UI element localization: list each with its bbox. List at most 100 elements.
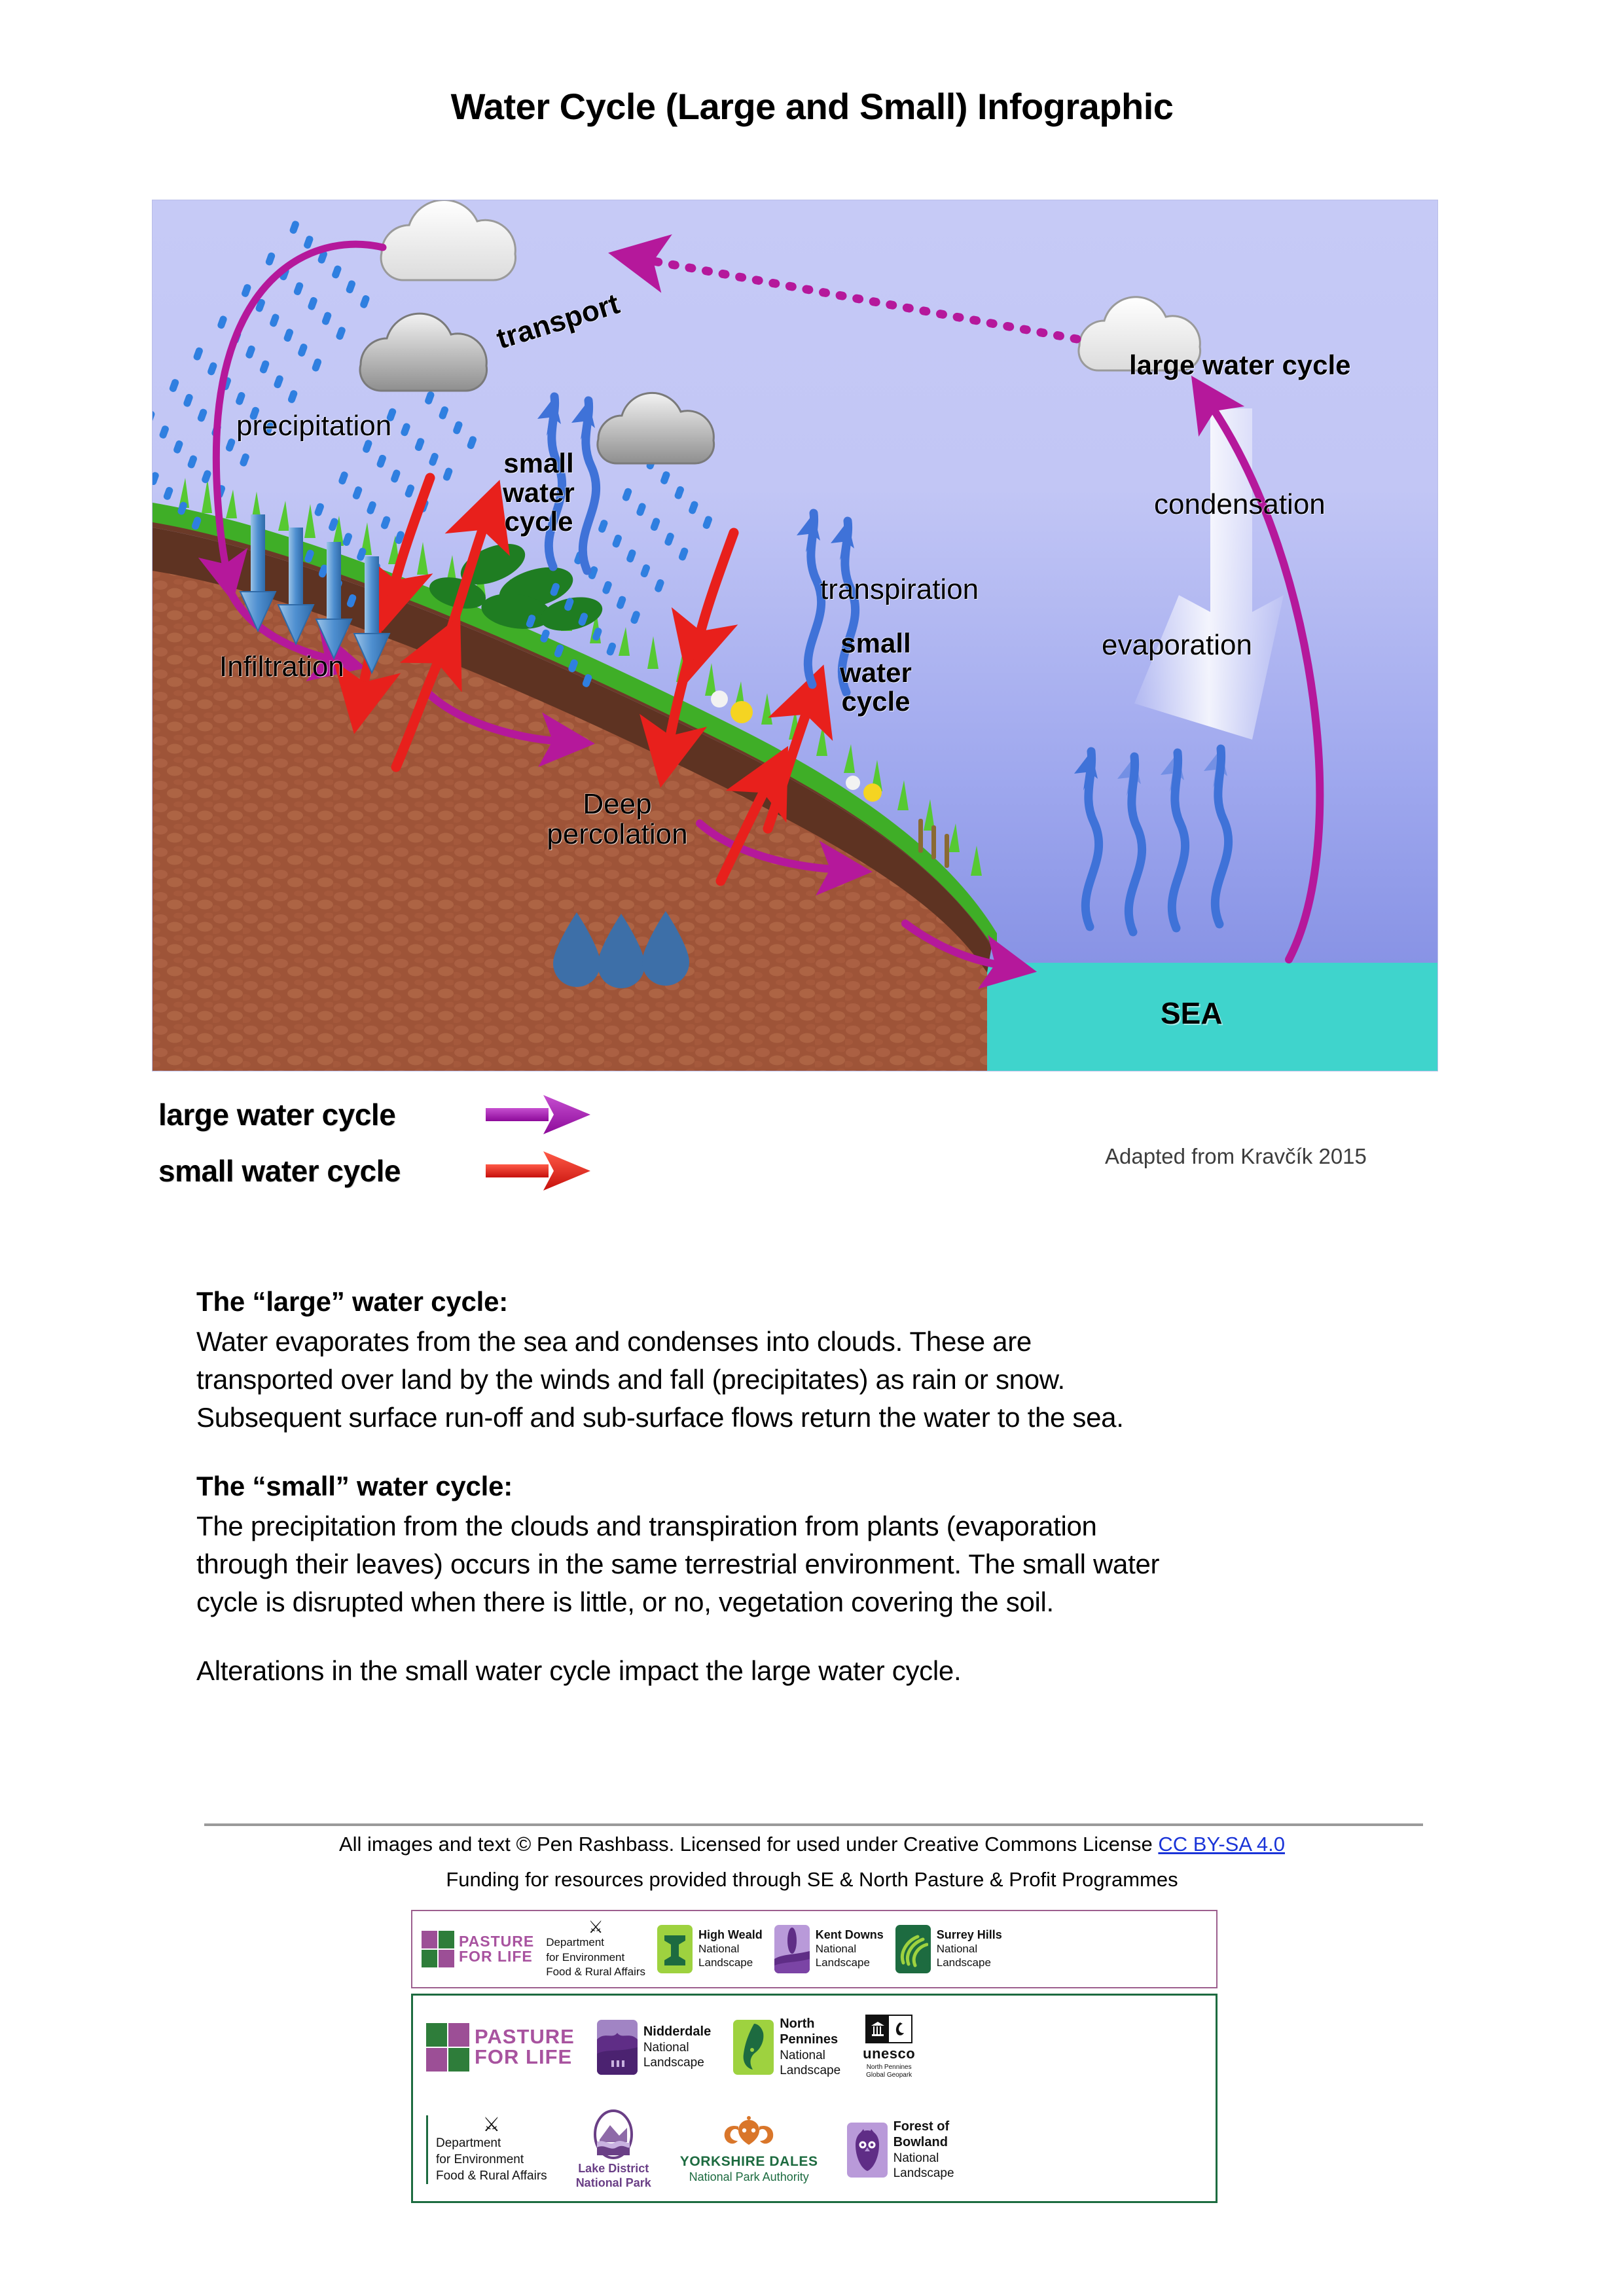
water-cycle-infographic: transport large water cycle condensation… [152, 200, 1438, 1071]
legend-label-large: large water cycle [158, 1098, 396, 1132]
kent-downs-sub2: Landscape [815, 1956, 870, 1969]
legend-item-small-water-cycle: small water cycle [158, 1143, 590, 1199]
label-deep-percolation: Deep percolation [509, 789, 725, 850]
logo-strip-secondary: PASTURE FOR LIFE Nidderdale National Lan… [411, 1994, 1218, 2203]
label-condensation: condensation [1154, 488, 1326, 520]
logo-kent-downs: Kent Downs National Landscape [774, 1925, 884, 1973]
pfl2-line2: FOR LIFE [475, 2045, 573, 2068]
small-cycle-line2: through their leaves) occurs in the same… [196, 1548, 1160, 1579]
small-cycle-line1: The precipitation from the clouds and tr… [196, 1510, 1097, 1541]
defra-line1: Department [546, 1936, 605, 1949]
nidderdale-sub2: Landscape [643, 2055, 704, 2070]
north-pennines-name2: Pennines [780, 2032, 839, 2047]
surrey-hills-sub1: National [936, 1943, 978, 1956]
label-transpiration: transpiration [820, 573, 979, 605]
unesco-emblem-icon [865, 2014, 913, 2043]
footer-credit-text: All images and text © Pen Rashbass. Lice… [338, 1833, 1159, 1856]
north-pennines-badge-icon [733, 2019, 774, 2075]
lake-district-line2: National Park [575, 2176, 651, 2189]
label-deep-percolation-line1: Deep [583, 788, 652, 820]
large-cycle-line2: transported over land by the winds and f… [196, 1363, 1065, 1395]
logo-high-weald: High Weald National Landscape [657, 1925, 763, 1973]
small-cycle-line3: cycle is disrupted when there is little,… [196, 1586, 1054, 1617]
defra-text: Department for Environment Food & Rural … [546, 1935, 645, 1979]
nidderdale-name: Nidderdale [643, 2024, 712, 2039]
north-pennines-sub1: National [780, 2048, 825, 2062]
label-small-water-cycle-mid-line3: cycle [841, 686, 911, 717]
forest-of-bowland-text: Forest of Bowland National Landscape [893, 2119, 954, 2181]
logo-unesco: unesco North Pennines Global Geopark [863, 2014, 916, 2080]
logo-north-pennines: North Pennines National Landscape [733, 2016, 840, 2078]
forest-of-bowland-name1: Forest of [893, 2119, 950, 2134]
label-small-water-cycle-mid-line1: small [840, 628, 911, 658]
forest-of-bowland-sub2: Landscape [893, 2166, 954, 2180]
high-weald-badge-icon [657, 1925, 693, 1973]
defra2-line1: Department [436, 2136, 501, 2150]
unesco-sub1: North Pennines [866, 2063, 912, 2071]
page-title: Water Cycle (Large and Small) Infographi… [450, 86, 1174, 127]
legend-item-large-water-cycle: large water cycle [158, 1086, 590, 1143]
footer-credit-line: All images and text © Pen Rashbass. Lice… [0, 1833, 1624, 1856]
kent-downs-text: Kent Downs National Landscape [816, 1928, 884, 1969]
defra-line3: Food & Rural Affairs [546, 1965, 646, 1979]
lake-district-text: Lake District National Park [576, 2162, 651, 2190]
cc-license-link[interactable]: CC BY-SA 4.0 [1158, 1833, 1285, 1856]
diagram-legend: large water cycle small water cycle [158, 1086, 590, 1199]
surrey-hills-name: Surrey Hills [936, 1928, 1002, 1942]
lake-district-line1: Lake District [578, 2161, 649, 2175]
high-weald-sub1: National [698, 1943, 740, 1956]
pfl2-line1: PASTURE [475, 2025, 575, 2049]
section-gap-1 [196, 1437, 1440, 1471]
pfl-line1: PASTURE [459, 1933, 535, 1950]
footer-divider [204, 1823, 1423, 1826]
pasture-for-life-mark-icon-2 [426, 2022, 469, 2072]
high-weald-name: High Weald [698, 1928, 763, 1942]
logo-strip-primary: PASTURE FOR LIFE ⚔ Department for Enviro… [411, 1910, 1218, 1988]
legend-arrow-red [486, 1151, 590, 1191]
legend-arrow-purple [486, 1095, 590, 1134]
label-infiltration: Infiltration [219, 651, 344, 683]
surrey-hills-badge-icon [895, 1925, 931, 1973]
label-small-water-cycle-mid-line2: water [840, 656, 912, 688]
unesco-wordmark: unesco [863, 2045, 916, 2062]
yorkshire-dales-sub: National Park Authority [689, 2170, 809, 2183]
defra2-line3: Food & Rural Affairs [436, 2169, 547, 2183]
large-cycle-line3: Subsequent surface run-off and sub-surfa… [196, 1401, 1124, 1433]
legend-label-small: small water cycle [158, 1154, 401, 1188]
forest-of-bowland-badge-icon [846, 2122, 888, 2178]
royal-crest-icon-2: ⚔ [482, 2113, 501, 2136]
nidderdale-text: Nidderdale National Landscape [643, 2024, 711, 2070]
label-evaporation: evaporation [1102, 629, 1252, 661]
label-large-water-cycle: large water cycle [1129, 350, 1351, 380]
high-weald-sub2: Landscape [698, 1956, 753, 1969]
ram-head-icon [724, 2115, 774, 2145]
north-pennines-text: North Pennines National Landscape [780, 2016, 840, 2078]
logo-lake-district: Lake District National Park [576, 2109, 651, 2190]
logo-pasture-for-life: PASTURE FOR LIFE [422, 1931, 534, 1967]
unesco-sub2: Global Geopark [866, 2072, 912, 2079]
label-small-water-cycle-mid: small water cycle [807, 628, 945, 717]
kent-downs-name: Kent Downs [815, 1928, 884, 1942]
lake-district-mark-icon [594, 2109, 634, 2159]
surrey-hills-sub2: Landscape [936, 1956, 991, 1969]
label-small-water-cycle-left: small water cycle [470, 448, 607, 537]
logo-defra: ⚔ Department for Environment Food & Rura… [546, 1918, 645, 1979]
logo-pasture-for-life-2: PASTURE FOR LIFE [426, 2022, 575, 2072]
high-weald-text: High Weald National Landscape [698, 1928, 763, 1969]
logo-nidderdale: Nidderdale National Landscape [596, 2019, 711, 2075]
body-content: The “large” water cycle: Water evaporate… [196, 1286, 1440, 1687]
logo-surrey-hills: Surrey Hills National Landscape [895, 1925, 1002, 1973]
unesco-subtext: North Pennines Global Geopark [866, 2064, 912, 2080]
royal-crest-icon: ⚔ [588, 1917, 604, 1937]
label-small-water-cycle-left-line3: cycle [504, 506, 573, 537]
pasture-for-life-wordmark-2: PASTURE FOR LIFE [475, 2025, 575, 2068]
label-small-water-cycle-left-line1: small [503, 448, 574, 478]
forest-of-bowland-name2: Bowland [893, 2135, 948, 2150]
large-cycle-heading: The “large” water cycle: [196, 1286, 509, 1317]
section-gap-2 [196, 1621, 1440, 1655]
closing-statement: Alterations in the small water cycle imp… [196, 1655, 962, 1686]
label-deep-percolation-line2: percolation [547, 817, 688, 850]
defra-line2: for Environment [546, 1950, 625, 1964]
small-cycle-heading: The “small” water cycle: [196, 1470, 513, 1501]
surrey-hills-text: Surrey Hills National Landscape [937, 1928, 1002, 1969]
